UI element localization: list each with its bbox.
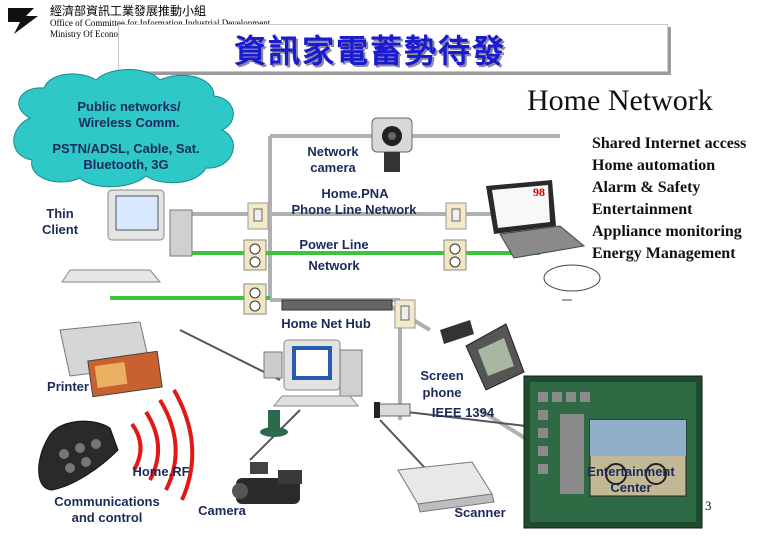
network-camera-label-2: camera (310, 160, 356, 175)
network-camera-label: Network (307, 144, 359, 159)
thin-client-label: Thin (46, 206, 74, 221)
screen-phone-label-2: phone (422, 385, 462, 400)
desktop-computer-icon (260, 339, 363, 437)
public-network-cloud (13, 69, 234, 188)
power-socket-icon (443, 239, 467, 271)
wireless-waves-icon (130, 389, 195, 501)
camera-label: Camera (198, 503, 246, 518)
cloud-label-line4: Bluetooth, 3G (83, 157, 169, 172)
speaker-oval-icon (543, 264, 601, 292)
entertainment-center-icon (523, 375, 703, 529)
power-socket-icon (243, 283, 267, 315)
homerf-label: Home.RF (132, 464, 190, 479)
power-line-label-2: Network (308, 258, 360, 273)
laptop-icon (486, 180, 586, 259)
wall-outlet-icon (394, 299, 416, 329)
cloud-label-line1: Public networks/ (77, 99, 181, 114)
thin-client-label-2: Client (41, 222, 79, 237)
wall-outlet-icon (247, 202, 269, 230)
org-english-name: Office of Committee for Information Indu… (50, 18, 271, 28)
phone-line-wires (180, 134, 562, 462)
ieee1394-device-icon (374, 402, 411, 418)
communications-label: Communications (54, 494, 160, 509)
power-line-label: Power Line (299, 237, 369, 252)
video-camera-icon (232, 462, 302, 504)
screen-phone-icon (440, 320, 525, 391)
remote-control-icon (38, 420, 119, 491)
home-network-heading: Home Network (527, 84, 713, 117)
laptop-screen-text: 98 (533, 185, 545, 199)
communications-label-2: and control (71, 510, 143, 525)
org-logo-icon (4, 2, 46, 36)
entertainment-center-label-2: Center (610, 480, 652, 495)
wall-outlet-icon (445, 202, 467, 230)
feature-item: Shared Internet access (592, 135, 747, 152)
cloud-label-line2: Wireless Comm. (78, 115, 180, 130)
printer-icon (59, 321, 163, 398)
page-title: 資訊家電蓄勢待發 (233, 32, 506, 70)
feature-item: Alarm & Safety (592, 179, 701, 196)
entertainment-center-label: Entertainment (587, 464, 675, 479)
feature-item: Energy Management (592, 245, 736, 262)
scanner-icon (397, 461, 495, 513)
ieee1394-label: IEEE 1394 (431, 405, 495, 420)
ministry-name: Ministry Of Econom (50, 29, 125, 39)
feature-item: Appliance monitoring (592, 223, 742, 240)
home-net-hub-label: Home Net Hub (281, 316, 371, 331)
feature-item: Home automation (592, 157, 716, 174)
cloud-label-line3: PSTN/ADSL, Cable, Sat. (52, 141, 200, 156)
scanner-label: Scanner (454, 505, 506, 520)
org-chinese-name: 經濟部資訊工業發展推動小組 (50, 4, 207, 18)
homepna-label-2: Phone Line Network (291, 202, 417, 217)
thin-client-computer-icon (61, 189, 193, 283)
screen-phone-label: Screen (420, 368, 464, 383)
network-camera-icon (371, 117, 413, 172)
page-number: 3 (705, 498, 712, 513)
feature-list: Shared Internet access Home automation A… (592, 133, 746, 265)
title-banner (118, 24, 668, 72)
home-net-hub-icon (281, 299, 393, 311)
homepna-label: Home.PNA (321, 186, 389, 201)
feature-item: Entertainment (592, 201, 693, 218)
printer-label: Printer (47, 379, 89, 394)
power-socket-icon (243, 239, 267, 271)
